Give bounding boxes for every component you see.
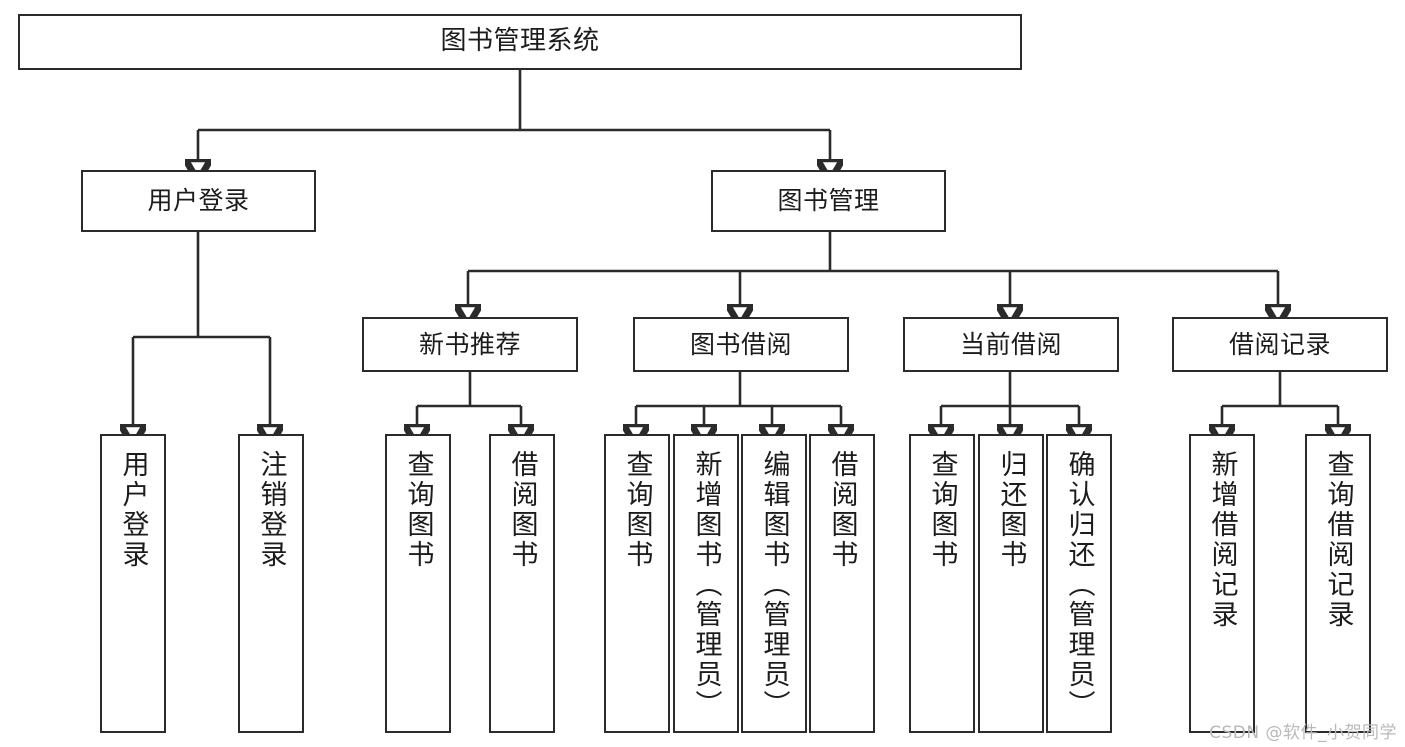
leaf-borrow-edit-book-admin[interactable]: 编辑图书（管理员） bbox=[741, 434, 807, 733]
node-label: 新增借阅记录 bbox=[1206, 450, 1238, 630]
node-label: 图书管理系统 bbox=[440, 26, 600, 57]
node-label: 注销登录 bbox=[255, 450, 287, 570]
leaf-record-query[interactable]: 查询借阅记录 bbox=[1305, 434, 1371, 733]
node-label: 确认归还（管理员） bbox=[1063, 450, 1095, 720]
node-root-system[interactable]: 图书管理系统 bbox=[18, 14, 1022, 70]
node-label: 查询借阅记录 bbox=[1322, 450, 1354, 630]
leaf-user-login-login[interactable]: 用户登录 bbox=[100, 434, 166, 733]
csdn-watermark: CSDN @软件_小贺同学 bbox=[1209, 723, 1397, 743]
node-label: 用户登录 bbox=[117, 450, 149, 570]
node-new-book-recommend[interactable]: 新书推荐 bbox=[362, 317, 578, 372]
leaf-current-return-book[interactable]: 归还图书 bbox=[978, 434, 1044, 733]
node-label: 借阅记录 bbox=[1228, 329, 1331, 359]
node-label: 查询图书 bbox=[926, 450, 958, 570]
node-label: 图书管理 bbox=[777, 186, 880, 215]
node-label: 当前借阅 bbox=[959, 329, 1062, 359]
node-book-management[interactable]: 图书管理 bbox=[711, 170, 946, 232]
node-label: 借阅图书 bbox=[826, 450, 858, 570]
node-user-login[interactable]: 用户登录 bbox=[81, 170, 316, 232]
node-label: 编辑图书（管理员） bbox=[758, 450, 790, 720]
leaf-current-confirm-return-admin[interactable]: 确认归还（管理员） bbox=[1046, 434, 1112, 733]
node-borrow-record[interactable]: 借阅记录 bbox=[1172, 317, 1388, 372]
node-label: 归还图书 bbox=[995, 450, 1027, 570]
node-label: 新书推荐 bbox=[418, 329, 521, 359]
node-label: 图书借阅 bbox=[689, 329, 792, 359]
leaf-record-add[interactable]: 新增借阅记录 bbox=[1189, 434, 1255, 733]
leaf-new-book-query[interactable]: 查询图书 bbox=[385, 434, 451, 733]
node-label: 查询图书 bbox=[621, 450, 653, 570]
leaf-borrow-query[interactable]: 查询图书 bbox=[604, 434, 670, 733]
node-book-borrow[interactable]: 图书借阅 bbox=[633, 317, 849, 372]
leaf-borrow-add-book-admin[interactable]: 新增图书（管理员） bbox=[673, 434, 739, 733]
leaf-current-query[interactable]: 查询图书 bbox=[909, 434, 975, 733]
node-label: 新增图书（管理员） bbox=[690, 450, 722, 720]
node-label: 查询图书 bbox=[402, 450, 434, 570]
node-current-borrow[interactable]: 当前借阅 bbox=[903, 317, 1119, 372]
node-label: 借阅图书 bbox=[506, 450, 538, 570]
leaf-user-login-logout[interactable]: 注销登录 bbox=[238, 434, 304, 733]
node-label: 用户登录 bbox=[147, 186, 250, 215]
leaf-new-book-borrow[interactable]: 借阅图书 bbox=[489, 434, 555, 733]
leaf-borrow-borrow-book[interactable]: 借阅图书 bbox=[809, 434, 875, 733]
